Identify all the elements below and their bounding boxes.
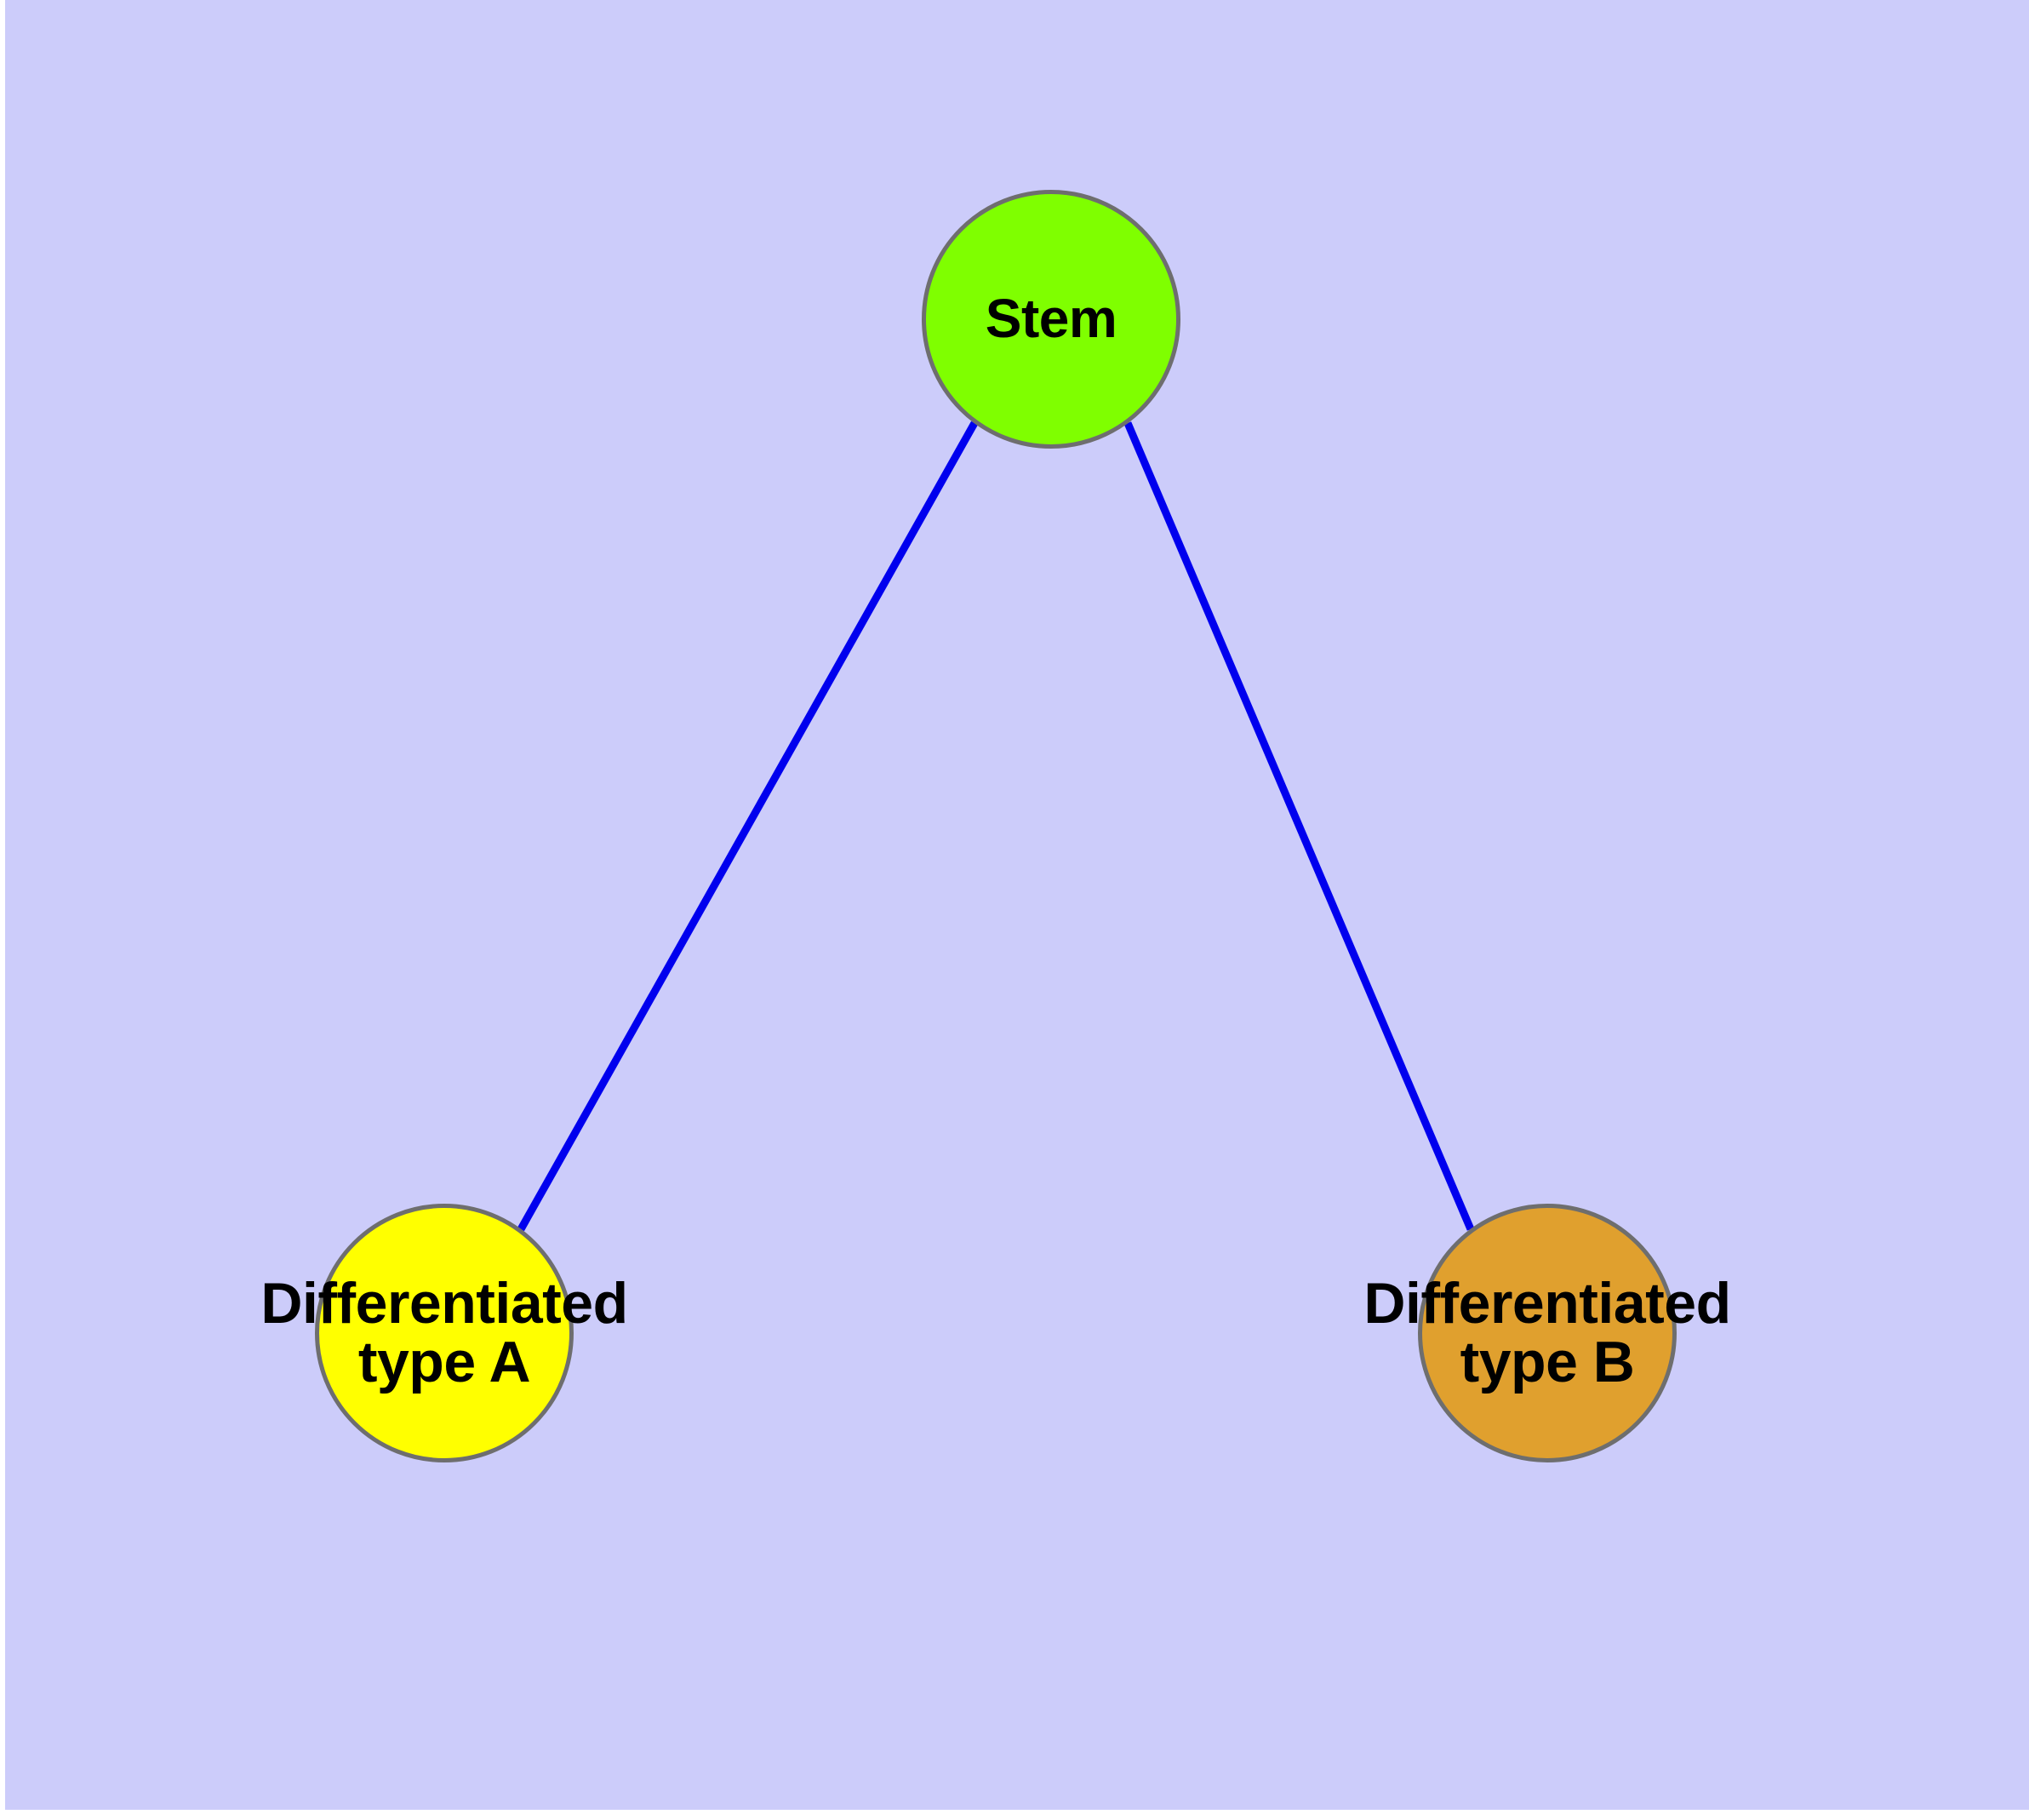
node-stem[interactable] [922,190,1180,449]
diagram-plot-area: Stem Differentiated type A Differentiate… [5,0,2029,1810]
edge-layer [517,421,1475,1232]
node-differentiated-type-b[interactable] [1418,1204,1677,1462]
node-layer: Stem Differentiated type A Differentiate… [5,0,2029,1810]
edge-stem-to-differentiated-type-b [1123,421,1475,1231]
node-differentiated-type-a[interactable] [315,1204,574,1462]
edge-stem-to-differentiated-type-a [517,421,978,1232]
